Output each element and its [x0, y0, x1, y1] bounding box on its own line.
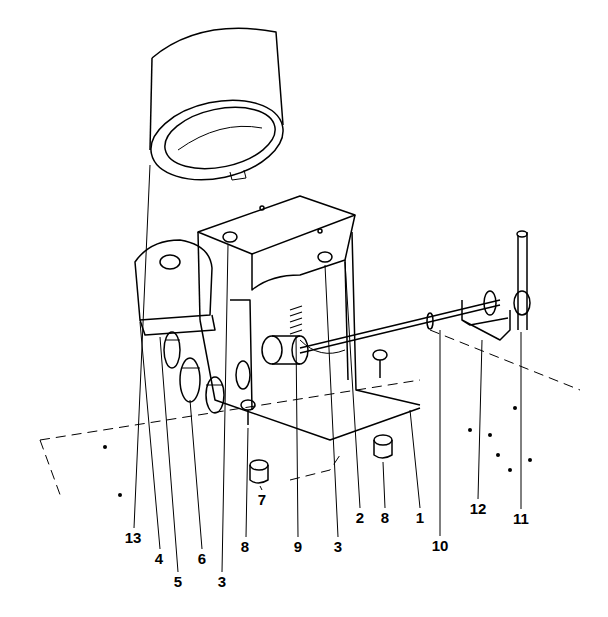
callout-number: 7	[258, 492, 266, 507]
cylinder-cover	[144, 28, 291, 191]
base-holes	[103, 406, 532, 497]
callout-number: 5	[174, 574, 182, 589]
callout-number: 3	[334, 539, 342, 554]
roller-spring	[262, 306, 308, 364]
base-plate-outline	[40, 330, 580, 500]
callout-number: 1	[416, 510, 424, 525]
motor	[135, 240, 215, 335]
callout-number: 4	[155, 551, 163, 566]
leader-lines	[134, 165, 521, 572]
shaft-bracket-worm	[300, 231, 530, 353]
callout-number: 8	[241, 539, 249, 554]
callout-number: 8	[381, 510, 389, 525]
callout-number: 9	[294, 539, 302, 554]
callout-number: 10	[432, 538, 449, 553]
frame	[198, 196, 420, 440]
callout-number: 13	[125, 530, 142, 545]
screws-nuts	[241, 350, 392, 483]
callout-number: 2	[356, 510, 364, 525]
callout-number: 3	[218, 574, 226, 589]
callout-number: 11	[513, 511, 529, 526]
gear-train	[164, 332, 250, 413]
callout-number: 6	[198, 551, 206, 566]
callout-number: 12	[470, 501, 487, 516]
